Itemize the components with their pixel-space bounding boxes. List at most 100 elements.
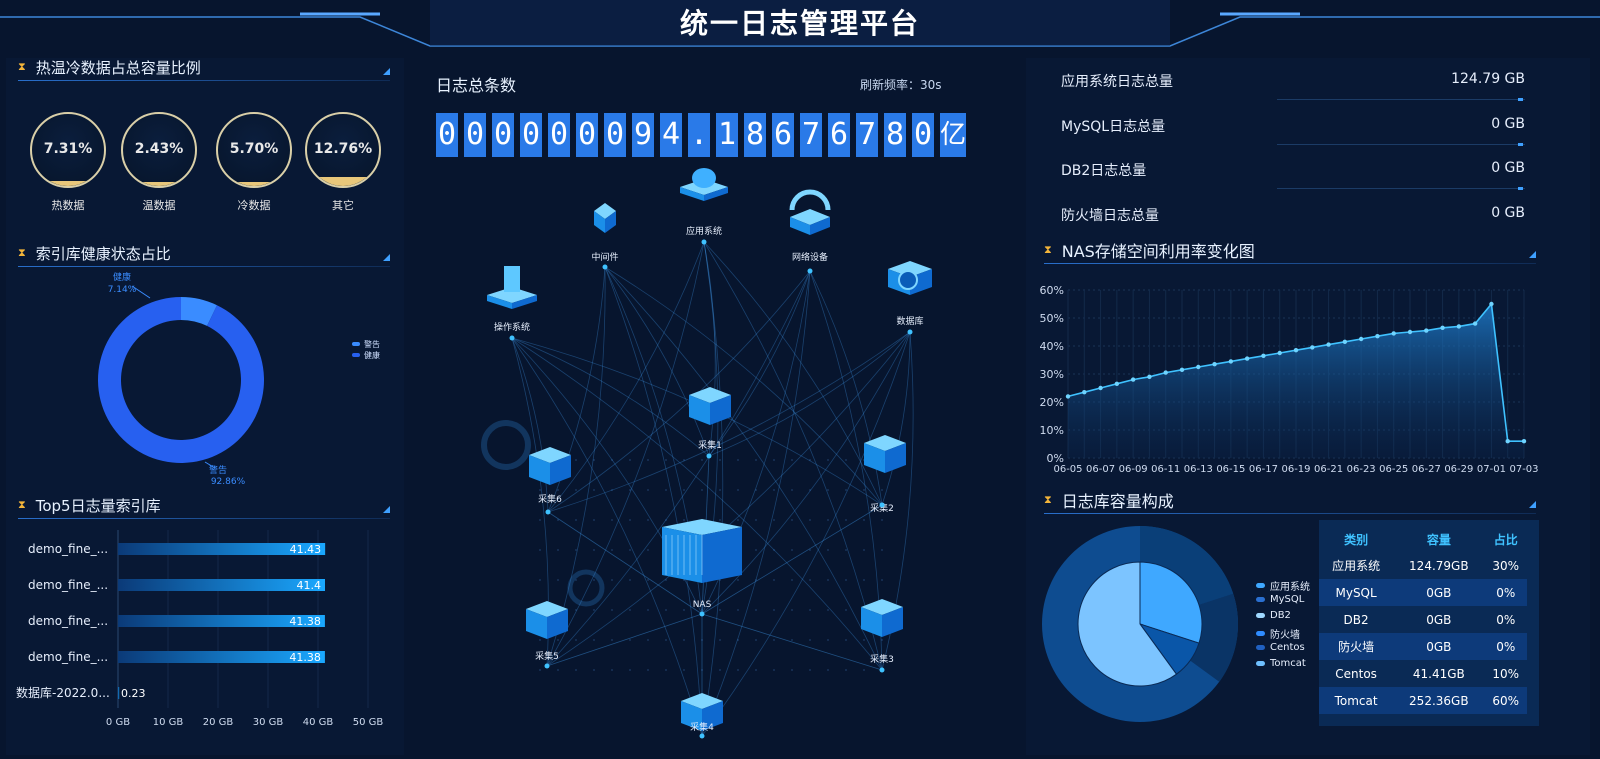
grid-dot [719, 639, 721, 641]
topology-link [511, 337, 883, 671]
area-y-tick: 0% [1047, 452, 1064, 465]
area-x-tick: 06-25 [1379, 464, 1408, 475]
grid-dot [845, 459, 847, 461]
grid-dot [539, 669, 541, 671]
grid-dot [611, 609, 613, 611]
table-cell: 0GB [1426, 612, 1452, 627]
area-point [1407, 329, 1413, 335]
grid-dot [629, 459, 631, 461]
topology-node-label: 采集3 [870, 653, 894, 665]
grid-dot [629, 669, 631, 671]
area-x-tick: 06-11 [1151, 464, 1180, 475]
area-x-tick: 07-01 [1477, 464, 1506, 475]
cube-right [882, 607, 903, 637]
area-fill [1068, 304, 1524, 458]
grid-dot [539, 549, 541, 551]
donut-legend-label: 健康 [364, 350, 380, 360]
grid-dot [593, 639, 595, 641]
stat-label: 应用系统日志总量 [1061, 74, 1173, 90]
grid-dot [845, 489, 847, 491]
counter-digit: 1 [716, 113, 738, 157]
glow-ring [481, 420, 531, 470]
grid-dot [647, 609, 649, 611]
ring-fill [307, 177, 379, 186]
topology-link [701, 331, 911, 615]
cube-right [550, 455, 571, 485]
table-cell: Centos [1335, 666, 1377, 681]
grid-dot [719, 489, 721, 491]
donut-legend-label: 警告 [364, 339, 380, 349]
grid-dot [737, 519, 739, 521]
grid-dot [665, 639, 667, 641]
area-point [1326, 342, 1331, 347]
bar-value-label: 41.38 [289, 651, 321, 664]
capacity-pie-chart [1042, 526, 1239, 722]
grid-dot [737, 669, 739, 671]
area-x-tick: 06-15 [1216, 464, 1245, 475]
area-x-tick: 07-03 [1509, 464, 1538, 475]
grid-dot [683, 489, 685, 491]
topology-node-dot [602, 264, 608, 270]
grid-dot [827, 549, 829, 551]
topology-link [604, 266, 883, 671]
bar-value-label: 41.38 [289, 615, 321, 628]
legend-item: 防火墙 [1256, 626, 1300, 641]
grid-dot [737, 639, 739, 641]
ring-fill [218, 182, 290, 186]
area-y-tick: 60% [1040, 284, 1064, 297]
table-header-cell: 容量 [1426, 532, 1451, 547]
area-point [1424, 328, 1429, 333]
table-cell: 防火墙 [1319, 633, 1394, 660]
bar [118, 615, 325, 627]
grid-dot [863, 639, 865, 641]
bar-tick-label: 30 GB [253, 717, 284, 728]
topology-link [604, 266, 703, 737]
grid-dot [809, 549, 811, 551]
cube-left [680, 187, 704, 201]
grid-dot [683, 639, 685, 641]
area-point [1228, 359, 1234, 364]
table-header-cell: 占比 [1493, 532, 1518, 547]
counter-digit: 6 [772, 113, 794, 157]
table-cell: Tomcat [1319, 687, 1394, 714]
area-x-tick: 06-19 [1281, 464, 1310, 475]
grid-dot [701, 639, 703, 641]
grid-dot [773, 669, 775, 671]
cube-right [702, 701, 723, 731]
area-point [1098, 385, 1103, 391]
stat-divider [1277, 99, 1525, 100]
table-cell: 10% [1492, 666, 1520, 681]
grid-dot [719, 519, 721, 521]
area-x-tick: 06-09 [1119, 464, 1148, 475]
ring-value: 5.70% [229, 141, 279, 157]
area-point [1163, 370, 1168, 375]
collector-server-icon [689, 387, 731, 425]
bar-category-label: demo_fine_... [28, 650, 108, 664]
grid-dot [809, 609, 811, 611]
topology-node-dot [807, 268, 813, 274]
bar-tick-label: 0 GB [106, 717, 130, 728]
area-x-tick: 06-05 [1053, 464, 1082, 475]
cube-right [702, 527, 742, 583]
topology-node-label: 采集6 [538, 493, 562, 505]
corner-triangle-icon [383, 506, 390, 513]
bar-value-label: 41.43 [290, 543, 322, 556]
donut-slice [97, 297, 264, 463]
grid-dot [539, 639, 541, 641]
grid-dot [719, 669, 721, 671]
topology-link [809, 270, 883, 506]
topology-link [511, 337, 703, 737]
pie-slice [1139, 561, 1203, 644]
grid-dot [665, 579, 667, 581]
area-point [1212, 362, 1217, 367]
grid-dot [665, 459, 667, 461]
grid-dot [683, 669, 685, 671]
topology-node-dot [879, 502, 885, 508]
grid-dot [845, 579, 847, 581]
topology-link [881, 331, 911, 506]
legend-swatch [1256, 583, 1265, 588]
